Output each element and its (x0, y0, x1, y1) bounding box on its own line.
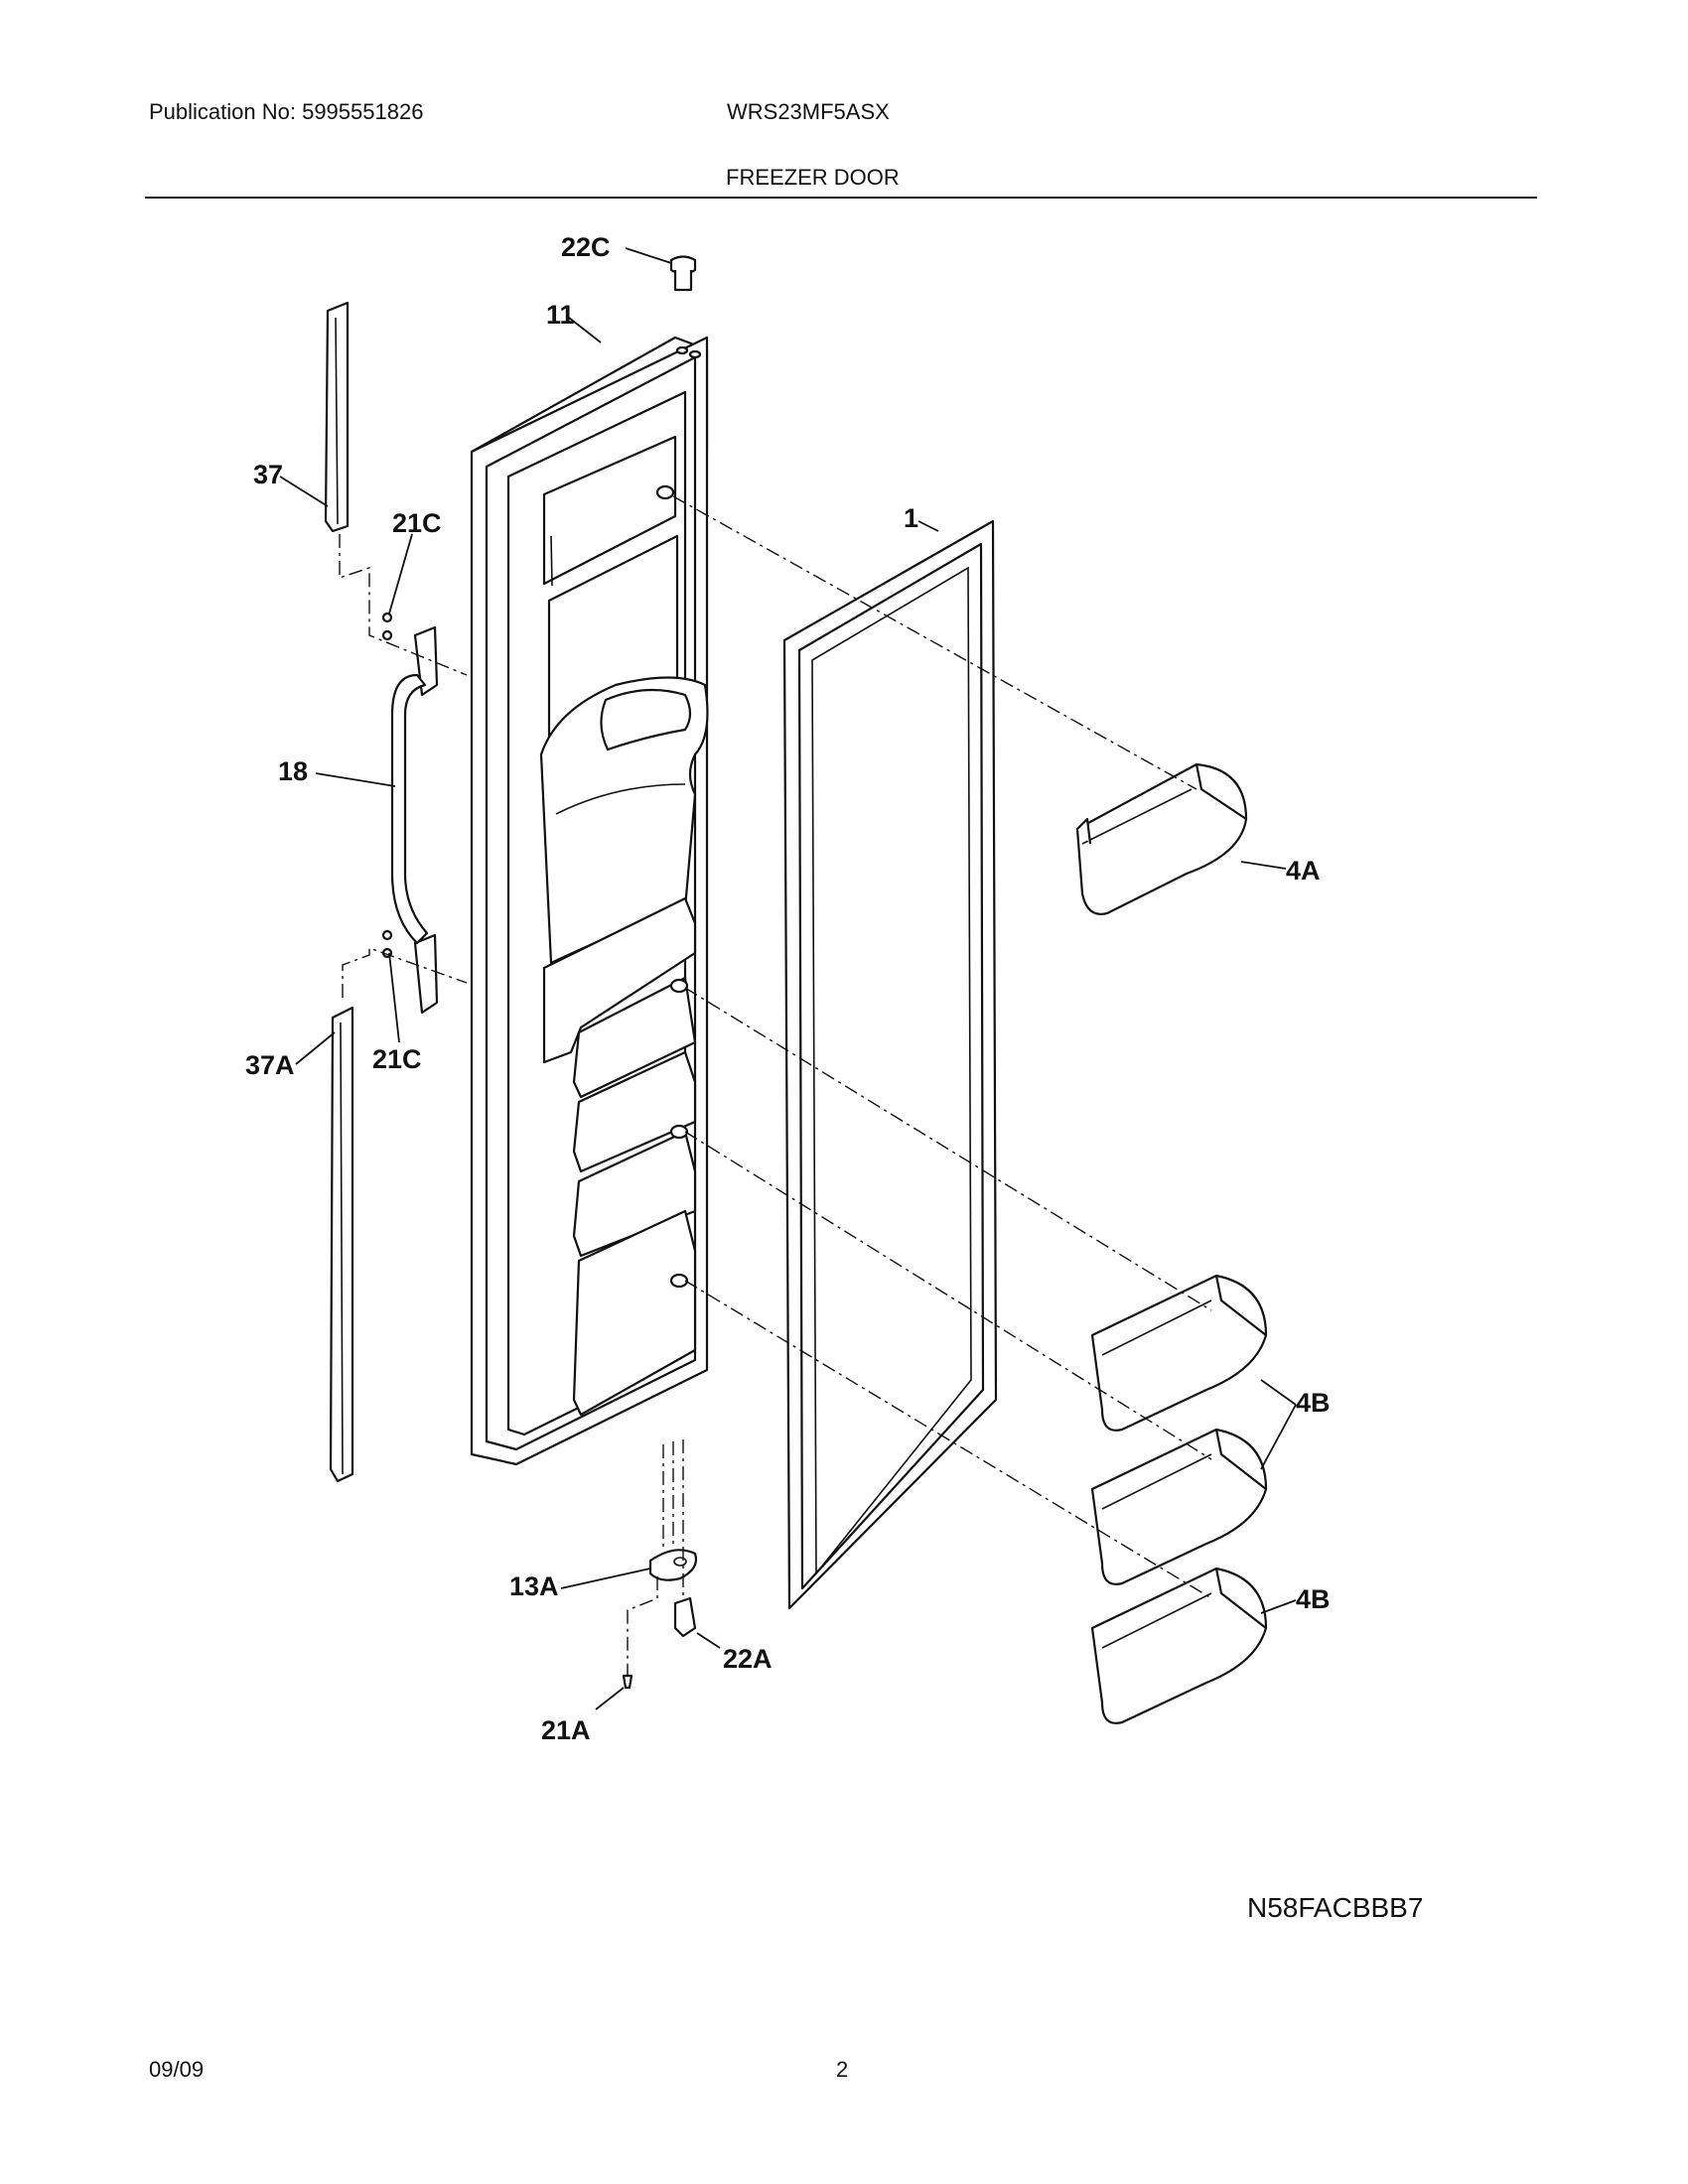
page-number: 2 (836, 2057, 849, 2082)
callout-37A: 37A (245, 1050, 295, 1080)
callout-13A: 13A (509, 1571, 559, 1601)
callout-18: 18 (278, 756, 308, 786)
callout-1: 1 (904, 503, 918, 533)
callout-11: 11 (546, 300, 575, 330)
alignment-lines (339, 495, 1212, 1676)
callout-22A: 22A (723, 1644, 773, 1674)
callout-leaders (279, 247, 1297, 1710)
callout-4B-lower: 4B (1296, 1584, 1331, 1614)
door-bin-part-4B-upper (1090, 1274, 1268, 1432)
publication-number: Publication No: 5995551826 (149, 99, 424, 124)
publication-date: 09/09 (149, 2057, 205, 2082)
door-bin-part-4B-middle (1090, 1428, 1268, 1585)
header-divider (145, 197, 1537, 199)
callout-22C: 22C (561, 232, 611, 262)
handle-trim-part-37A (329, 1006, 354, 1483)
door-bin-part-4B-lower (1090, 1567, 1268, 1724)
callout-21A: 21A (541, 1715, 591, 1745)
callout-4A: 4A (1286, 856, 1321, 886)
door-bin-part-4A (1075, 762, 1248, 915)
door-gasket-part-1 (782, 519, 998, 1610)
callout-37: 37 (253, 460, 283, 489)
hinge-pin-part-22A (673, 1596, 697, 1638)
door-handle-part-18 (390, 625, 439, 1015)
callout-21C-top: 21C (392, 508, 442, 538)
model-number: WRS23MF5ASX (727, 99, 890, 124)
hinge-pin-part-22C (669, 255, 697, 292)
screw-part-21A (622, 1674, 633, 1690)
section-title: FREEZER DOOR (726, 165, 900, 190)
freezer-door-part-11 (470, 336, 709, 1466)
screws-part-21C (381, 612, 393, 959)
hinge-part-13A (648, 1549, 698, 1581)
figure-code: N58FACBBB7 (1247, 1892, 1424, 1923)
callout-4B-upper: 4B (1296, 1388, 1331, 1418)
handle-trim-part-37 (324, 301, 350, 533)
callout-21C-bottom: 21C (372, 1044, 422, 1074)
